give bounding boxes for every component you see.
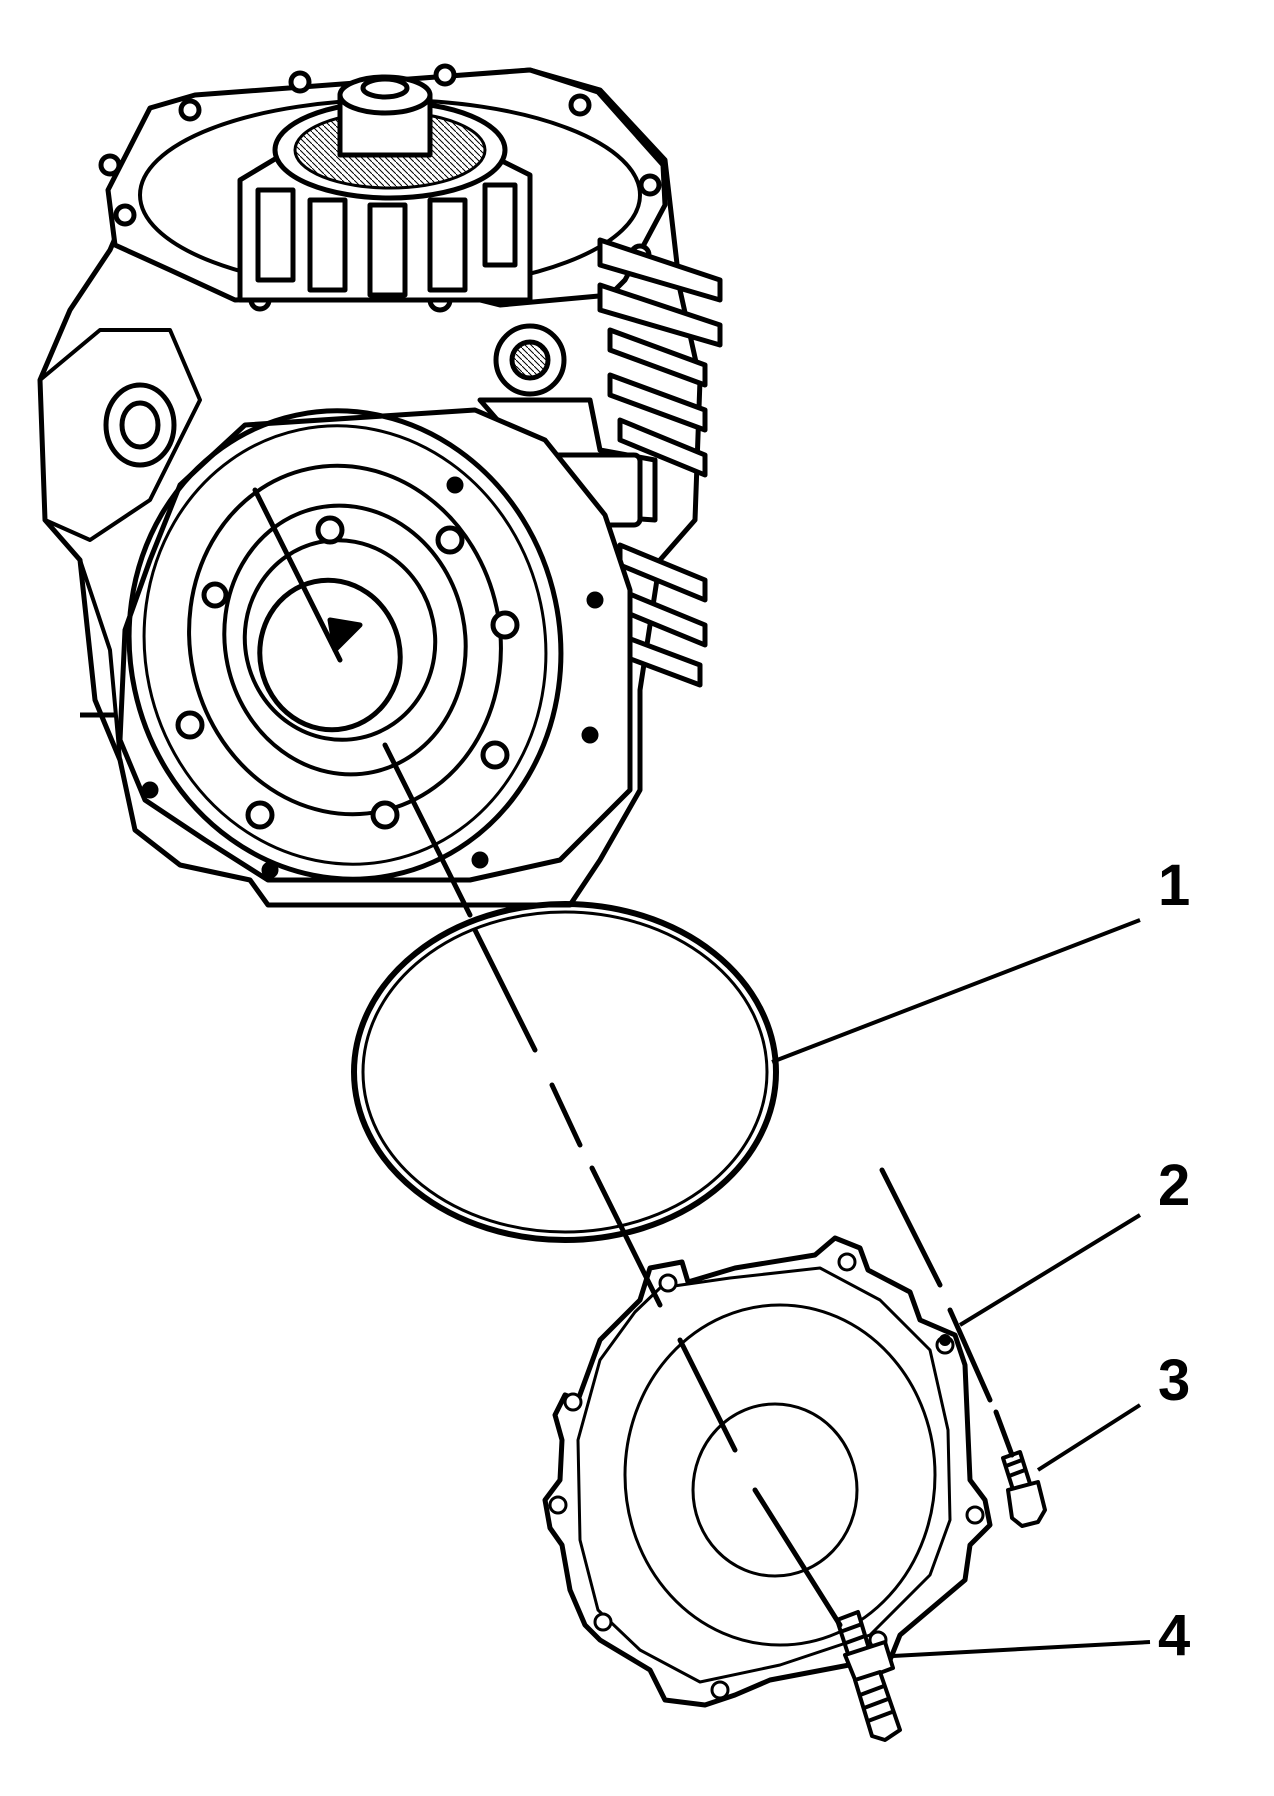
long-bolt bbox=[835, 1610, 902, 1742]
callout-1: 1 bbox=[1158, 853, 1190, 918]
callout-2: 2 bbox=[1158, 1153, 1190, 1218]
leader-lines bbox=[771, 918, 1151, 1658]
leader-line-4 bbox=[892, 1640, 1151, 1658]
callout-4: 4 bbox=[1158, 1603, 1190, 1668]
leader-line-2 bbox=[958, 1213, 1142, 1327]
alignment-centerlines bbox=[252, 487, 1015, 1628]
transmission-housing bbox=[37, 63, 723, 908]
callout-3: 3 bbox=[1158, 1348, 1190, 1413]
leader-line-3 bbox=[1036, 1403, 1142, 1472]
short-bolt bbox=[1001, 1450, 1047, 1528]
leader-line-1 bbox=[771, 918, 1141, 1064]
cover-plate bbox=[542, 1235, 993, 1708]
o-ring-seal bbox=[351, 901, 779, 1243]
